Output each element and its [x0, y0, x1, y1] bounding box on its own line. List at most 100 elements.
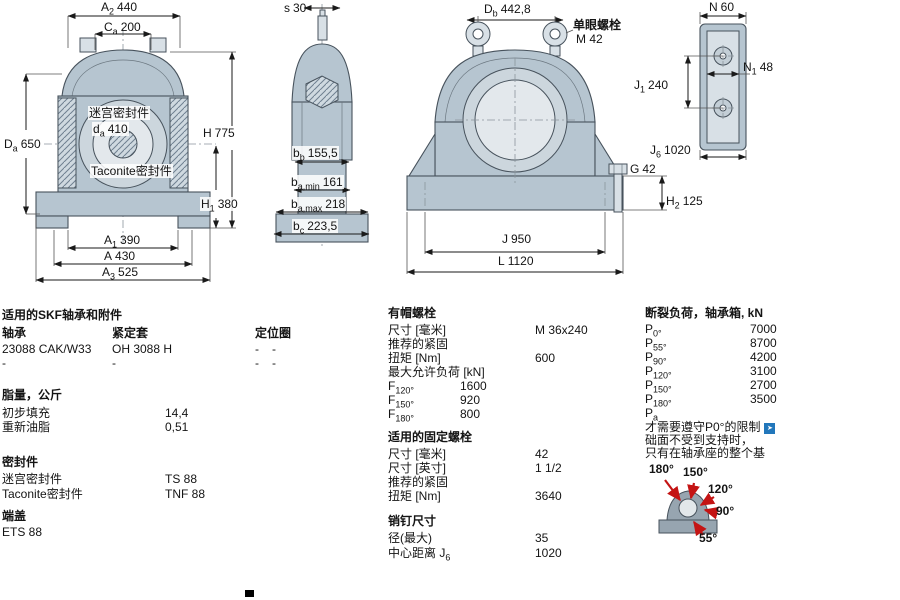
attach-torque-value: 3640 [535, 489, 562, 503]
p120-value: 3100 [750, 364, 777, 378]
sleeve-designation: OH 3088 H [112, 342, 173, 356]
attach-size-mm-value: 42 [535, 447, 549, 461]
cap-bolt-torque-label2: 扭矩 [Nm] [388, 351, 441, 365]
p180-label: P180° [645, 392, 672, 409]
seal-taconite-label: Taconite密封件 [2, 487, 83, 501]
cap-bolt-f180-value: 800 [460, 407, 481, 421]
p120-label: P120° [645, 364, 672, 381]
breaking-load-note-line1: 才需要遵守P0°的限制➤ [645, 420, 776, 434]
labyrinth-seal-label: 迷宫密封件 [88, 106, 151, 120]
pa-label: Pa [645, 406, 659, 423]
bearing-section [305, 75, 339, 109]
attach-size-in-value: 1 1/2 [535, 461, 562, 475]
front-view [406, 16, 628, 276]
section-title-cap-bolts: 有帽螺栓 [388, 306, 437, 320]
info-link-icon[interactable]: ➤ [764, 423, 776, 434]
cap-bolt-f120-value: 1600 [460, 379, 487, 393]
cap-bolt-f150-value: 920 [460, 393, 481, 407]
attach-torque-label1: 推荐的紧固 [388, 475, 449, 489]
cap-bolt-f180-label: F180° [388, 407, 414, 424]
load-direction-diagram [658, 479, 720, 537]
arrow-55 [693, 520, 707, 537]
bearing-row2-c2: - [112, 356, 116, 370]
bearing-row2-c1: - [2, 356, 6, 370]
grease-row-initial-label: 初步填充 [2, 406, 51, 420]
col-header-sleeve: 紧定套 [112, 326, 149, 340]
attach-size-mm-label: 尺寸 [毫米] [388, 447, 447, 461]
section-title-breaking-loads: 断裂负荷，轴承箱, kN [645, 306, 764, 320]
pin-diameter-label: 径(最大) [388, 531, 432, 545]
locating-ring-value: - [255, 342, 259, 356]
angle-label-90: 90° [716, 504, 735, 518]
angle-label-150: 150° [683, 465, 708, 479]
eyebolt-title: 单眼螺栓 [573, 18, 622, 32]
col-header-locating-ring: 定位圈 [255, 326, 292, 340]
grease-row-relube-label: 重新油脂 [2, 420, 51, 434]
cap-bolt-maxload-label: 最大允许负荷 [kN] [388, 365, 485, 379]
angle-label-55: 55° [699, 531, 718, 545]
section-title-bearing: 适用的SKF轴承和附件 [2, 308, 123, 322]
bearing-designation: 23088 CAK/W33 [2, 342, 92, 356]
seal-taconite-value: TNF 88 [165, 487, 206, 501]
pin-distance-value: 1020 [535, 546, 562, 560]
section-title-end-cover: 端盖 [2, 509, 27, 523]
col-header-bearing: 轴承 [2, 326, 27, 340]
locating-ring-value2: - [272, 342, 276, 356]
attach-size-in-label: 尺寸 [英寸] [388, 461, 447, 475]
end-cover-value: ETS 88 [2, 525, 43, 539]
p55-label: P55° [645, 336, 667, 353]
p55-value: 8700 [750, 336, 777, 350]
p0-label: P0° [645, 322, 662, 339]
p150-label: P150° [645, 378, 672, 395]
bearing-row2-c4: - [272, 356, 276, 370]
p90-label: P90° [645, 350, 667, 367]
grease-row-relube-value: 0,51 [165, 420, 189, 434]
section-title-attachment-bolts: 适用的固定螺栓 [388, 430, 473, 444]
arrow-180 [664, 479, 681, 502]
arrow-150 [687, 482, 700, 500]
pin-distance-label: 中心距离 J6 [388, 546, 451, 563]
pin-diameter-value: 35 [535, 531, 549, 545]
cap-bolt-size-value: M 36x240 [535, 323, 588, 337]
section-title-grease: 脂量，公斤 [2, 388, 63, 402]
bearing-row2-c3: - [255, 356, 259, 370]
cap-bolt-torque-value: 600 [535, 351, 556, 365]
seal-labyrinth-label: 迷宫密封件 [2, 472, 63, 486]
grease-row-initial-value: 14,4 [165, 406, 189, 420]
page-marker [245, 590, 254, 597]
arrow-90 [703, 506, 720, 520]
p90-value: 4200 [750, 350, 777, 364]
p180-value: 3500 [750, 392, 777, 406]
eyebolt-size: M 42 [576, 32, 603, 46]
taconite-seal-label: Taconite密封件 [90, 164, 173, 178]
attach-torque-label2: 扭矩 [Nm] [388, 489, 441, 503]
cap-bolt-f120-label: F120° [388, 379, 414, 396]
angle-label-120: 120° [708, 482, 733, 496]
cap-bolt-size-label: 尺寸 [毫米] [388, 323, 447, 337]
angle-label-180: 180° [649, 462, 674, 476]
breaking-load-note-line2: 础面不受到支持时， [645, 433, 754, 447]
p150-value: 2700 [750, 378, 777, 392]
